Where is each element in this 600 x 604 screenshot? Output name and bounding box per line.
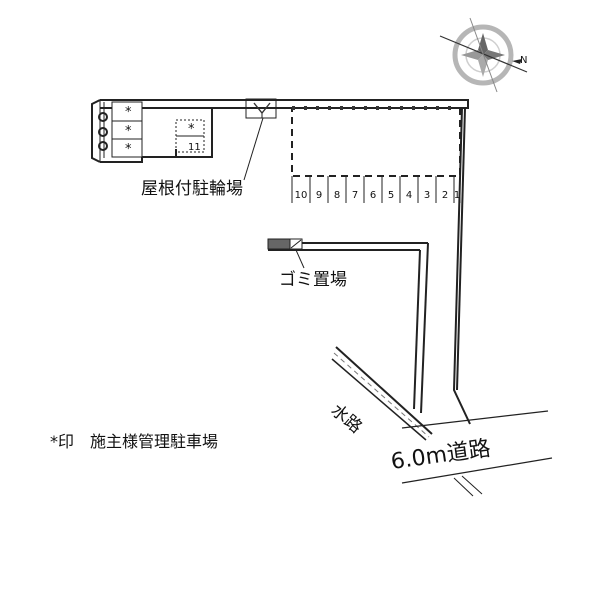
- managed-space-mark-4: *: [188, 122, 195, 137]
- parking-bays: [291, 176, 461, 203]
- site-boundary: [91, 99, 471, 425]
- bicycle-leader-line: [243, 117, 264, 181]
- parking-space-1: 1: [454, 190, 460, 201]
- north-label: N: [520, 55, 527, 66]
- parking-space-4: 4: [406, 190, 412, 201]
- parking-space-11: 11: [188, 142, 201, 153]
- bicycle-parking-label: 屋根付駐輪場: [141, 179, 243, 199]
- parking-space-6: 6: [370, 190, 376, 201]
- garbage-area-label: ゴミ置場: [279, 269, 347, 290]
- parking-space-10: 10: [295, 190, 308, 201]
- road: [401, 410, 553, 497]
- parking-space-2: 2: [442, 190, 448, 201]
- garbage-area: [267, 238, 303, 250]
- legend-text: *印 施主様管理駐車場: [50, 432, 218, 451]
- parking-space-5: 5: [388, 190, 394, 201]
- managed-space-mark-3: *: [125, 142, 132, 157]
- garbage-leader-line: [295, 249, 305, 269]
- water-channel-label: 水路: [327, 401, 366, 438]
- left-parking-structure: [91, 98, 277, 162]
- managed-space-mark-1: *: [125, 105, 132, 120]
- parking-space-9: 9: [316, 190, 322, 201]
- parking-numbers: 10 9 8 7 6 5 4 3 2 1: [295, 190, 461, 201]
- road-label: 6.0m道路: [389, 436, 492, 475]
- owner-managed-markers: * * * * 11: [125, 105, 201, 157]
- building-block: [291, 107, 461, 177]
- parking-space-7: 7: [352, 190, 358, 201]
- compass-rose-icon: [439, 17, 528, 93]
- managed-space-mark-2: *: [125, 124, 132, 139]
- parking-space-3: 3: [424, 190, 430, 201]
- parking-space-8: 8: [334, 190, 340, 201]
